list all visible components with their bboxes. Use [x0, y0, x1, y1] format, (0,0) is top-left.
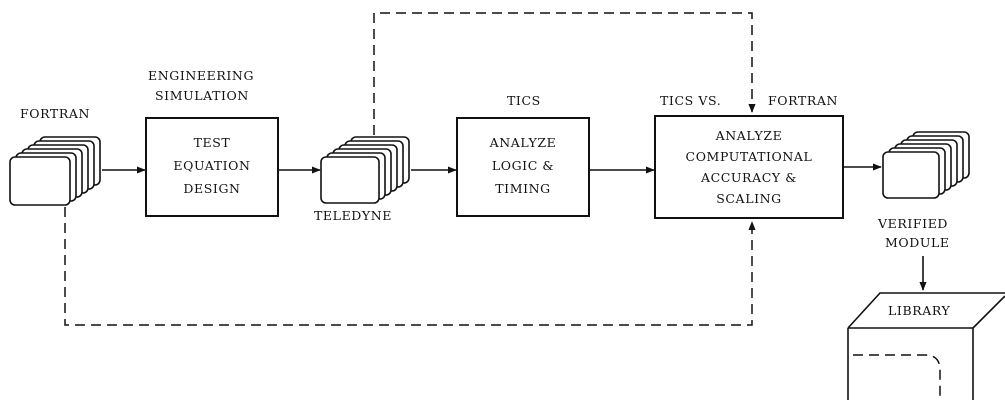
analyze-computational-line2: COMPUTATIONAL — [686, 149, 813, 164]
analyze-computational-line3: ACCURACY & — [700, 170, 797, 185]
verified-label: VERIFIED — [877, 216, 948, 231]
fortran-label: FORTRAN — [20, 106, 90, 121]
analyze-logic-line2: LOGIC & — [492, 158, 554, 173]
simulation-label: SIMULATION — [155, 88, 249, 103]
dashed-path-fortran-to-computational — [64, 207, 756, 326]
analyze-computational-box: ANALYZE COMPUTATIONAL ACCURACY & SCALING — [654, 115, 844, 219]
fortran-card-stack — [9, 136, 101, 206]
dashed-path-teledyne-to-computational — [373, 12, 756, 135]
analyze-logic-timing-box: ANALYZE LOGIC & TIMING — [456, 117, 590, 217]
library-label: LIBRARY — [888, 303, 950, 318]
verified-module-card-stack — [882, 131, 970, 199]
test-equation-design-box: TEST EQUATION DESIGN — [145, 117, 279, 217]
teledyne-label: TELEDYNE — [314, 208, 392, 223]
engineering-label: ENGINEERING — [148, 68, 254, 83]
test-equation-design-line3: DESIGN — [183, 181, 240, 196]
analyze-logic-line1: ANALYZE — [489, 135, 557, 150]
library-box: LIBRARY — [847, 292, 1005, 400]
analyze-computational-line4: SCALING — [716, 191, 782, 206]
test-equation-design-line1: TEST — [194, 135, 231, 150]
tics-label: TICS — [507, 93, 541, 108]
teledyne-card-stack — [320, 136, 410, 204]
module-label: MODULE — [885, 235, 950, 250]
analyze-logic-line3: TIMING — [495, 181, 551, 196]
tics-vs-label: TICS VS. — [660, 93, 721, 108]
fortran-right-label: FORTRAN — [768, 93, 838, 108]
test-equation-design-line2: EQUATION — [173, 158, 250, 173]
analyze-computational-line1: ANALYZE — [715, 128, 783, 143]
